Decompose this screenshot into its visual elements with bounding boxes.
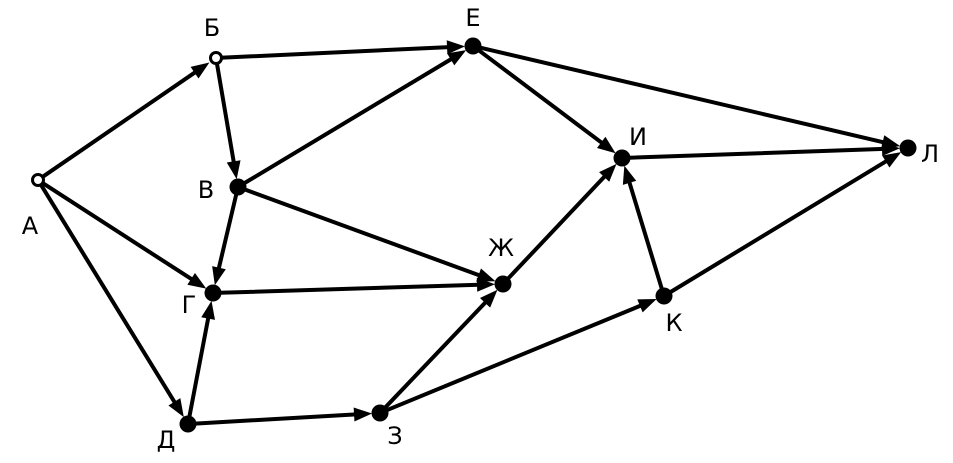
edge-E-I — [476, 48, 616, 154]
arrowhead — [476, 277, 496, 292]
edge-line — [626, 178, 664, 292]
edge-line — [192, 412, 359, 426]
edge-V-G — [212, 191, 239, 286]
node-label-I: И — [629, 123, 647, 151]
arrowhead — [190, 62, 210, 79]
arrowhead — [201, 300, 216, 320]
arrowhead — [446, 40, 466, 55]
arrowhead — [637, 299, 657, 313]
edges-layer — [39, 40, 902, 426]
edge-Z-ZH — [382, 289, 498, 410]
node-A — [31, 173, 45, 187]
edge-A-G — [41, 181, 207, 289]
node-label-B: Б — [204, 14, 220, 42]
labels-layer: А Б В Г Д Е Ж З И К Л — [22, 4, 939, 454]
node-label-K: К — [665, 309, 682, 337]
node-ZH — [494, 275, 512, 293]
edge-line — [39, 183, 178, 406]
edge-line — [626, 146, 887, 160]
node-label-L: Л — [921, 140, 939, 168]
node-V — [229, 178, 247, 196]
edge-line — [187, 314, 211, 420]
node-I — [613, 149, 631, 167]
edge-line — [41, 69, 199, 179]
arrowhead — [187, 273, 207, 289]
edge-line — [477, 45, 887, 145]
arrowhead — [479, 289, 498, 308]
edge-line — [41, 181, 195, 282]
edge-B-E — [220, 40, 466, 60]
node-B — [209, 51, 223, 65]
arrowhead — [881, 141, 901, 156]
edge-V-E — [242, 50, 467, 186]
edge-line — [382, 299, 489, 410]
edge-line — [215, 62, 236, 166]
edge-A-B — [41, 62, 210, 179]
edge-line — [667, 158, 890, 295]
edge-line — [216, 191, 239, 272]
node-G — [204, 284, 222, 302]
edge-ZH-I — [505, 163, 617, 281]
edge-Z-K — [384, 299, 657, 413]
edge-line — [505, 173, 608, 281]
node-label-ZH: Ж — [488, 234, 514, 262]
node-label-Z: З — [387, 422, 402, 450]
arrowhead — [622, 165, 637, 185]
node-label-G: Г — [182, 291, 197, 319]
node-label-V: В — [198, 176, 214, 204]
arrowhead — [599, 163, 617, 182]
arrowhead — [476, 268, 496, 282]
node-label-A: А — [22, 212, 39, 240]
edge-line — [476, 48, 605, 146]
arrowhead — [597, 136, 616, 154]
arrowhead — [226, 160, 241, 180]
arrowhead — [447, 50, 467, 66]
edge-line — [220, 45, 452, 60]
edge-B-V — [215, 62, 241, 180]
nodes-layer — [31, 37, 917, 433]
arrowhead — [168, 398, 184, 418]
node-E — [464, 37, 482, 55]
edge-line — [242, 56, 455, 186]
node-K — [655, 287, 673, 305]
edge-A-D — [39, 183, 184, 418]
edge-D-Z — [192, 407, 373, 426]
edge-line — [384, 303, 644, 413]
node-Z — [371, 404, 389, 422]
edge-line — [217, 282, 482, 295]
node-label-E: Е — [465, 4, 480, 32]
edge-K-I — [622, 165, 664, 292]
edge-line — [242, 187, 483, 278]
edge-D-G — [187, 300, 216, 420]
edge-V-ZH — [242, 187, 496, 282]
edge-K-L — [667, 152, 902, 295]
edge-I-L — [626, 141, 901, 160]
arrowhead — [353, 407, 373, 422]
edge-G-ZH — [217, 277, 496, 295]
node-L — [899, 139, 917, 157]
arrowhead — [882, 152, 902, 168]
arrowhead — [212, 266, 226, 286]
node-label-D: Д — [157, 426, 176, 454]
node-D — [179, 415, 197, 433]
